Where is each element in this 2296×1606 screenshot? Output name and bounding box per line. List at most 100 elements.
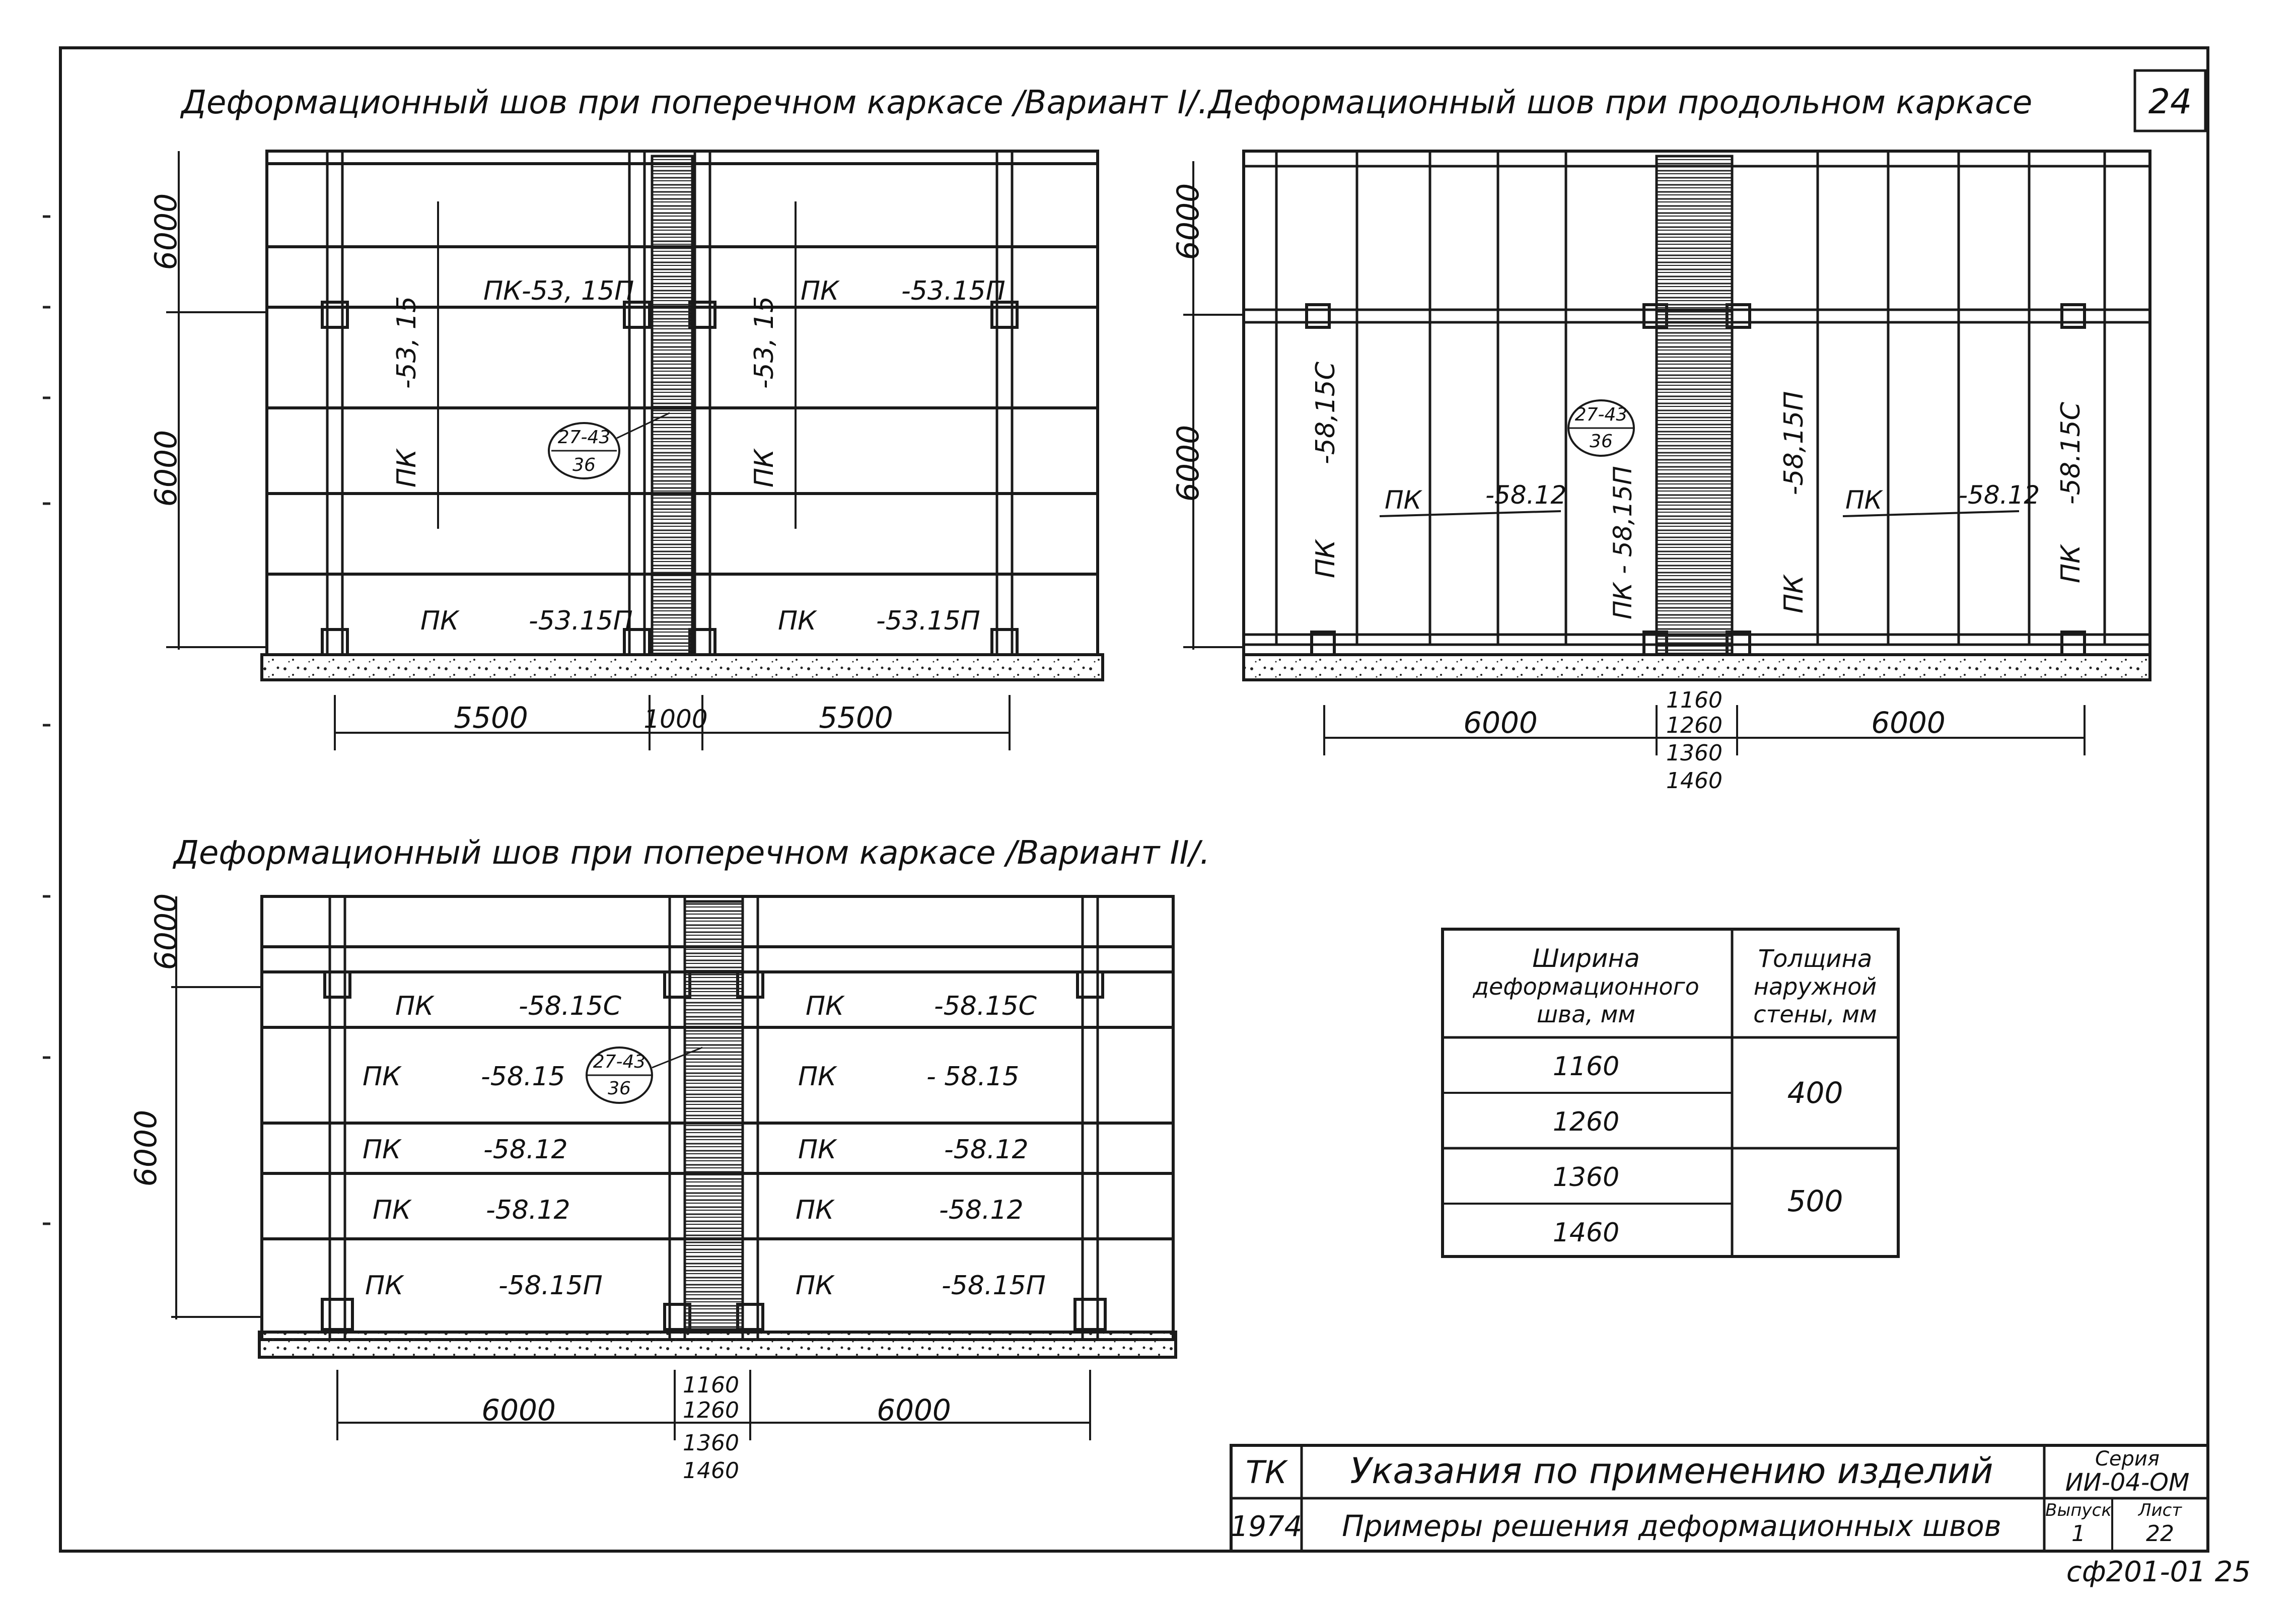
panel-label: ПК	[1311, 539, 1341, 578]
panel-label: ПК-53, 15П	[483, 276, 634, 306]
dim-label: 6000	[481, 1393, 556, 1427]
table-cell: 400	[1787, 1076, 1843, 1110]
svg-text:-58.12: -58.12	[944, 1135, 1029, 1165]
leader-line	[1842, 510, 2020, 517]
panel-label: ПК	[749, 448, 779, 487]
dim-label: 6000	[1871, 706, 1946, 740]
leader-lines	[437, 201, 797, 529]
svg-text:-58.15С: -58.15С	[934, 991, 1037, 1021]
svg-text:ПК: ПК	[796, 1271, 835, 1301]
panel-label: -58.12	[1959, 480, 2040, 510]
panel-label: ПК	[392, 448, 422, 487]
svg-text:36: 36	[1590, 431, 1613, 452]
table-header: наружной	[1754, 973, 1877, 1000]
table-header: стены, мм	[1753, 1001, 1877, 1028]
joint-width-label: 1160	[1666, 687, 1723, 713]
panel-label: -53.15П	[876, 606, 980, 636]
issue-value: 1	[2071, 1521, 2086, 1547]
svg-text:ПК: ПК	[373, 1195, 412, 1225]
panel-label: ПК	[1385, 485, 1423, 515]
svg-text:ПК: ПК	[365, 1271, 404, 1301]
panel-label: - 58,15П	[1608, 466, 1637, 574]
dim-label: 1000	[643, 705, 707, 734]
svg-text:36: 36	[608, 1078, 631, 1099]
panel-label: ПК	[1608, 581, 1637, 619]
title-block: ТК 1974 Указания по применению изделий П…	[1230, 1444, 2209, 1553]
svg-text:27-43: 27-43	[593, 1052, 646, 1072]
sheet-frame	[59, 46, 2209, 1553]
year: 1974	[1231, 1510, 1303, 1543]
drawing-title: Деформационный шов при поперечном каркас…	[172, 834, 1210, 872]
panel-label: ПК	[1845, 485, 1884, 515]
panel-joints	[1275, 151, 2106, 645]
table-header: Толщина	[1758, 945, 1873, 973]
dimension-vertical	[1183, 161, 1244, 650]
detail-callout: 27-43 36	[548, 412, 670, 479]
svg-text:-58.15П: -58.15П	[498, 1271, 603, 1301]
panel-label: ПК	[420, 606, 460, 636]
table-cell: 1160	[1553, 1052, 1619, 1082]
sheet-number-box: 24	[2133, 69, 2207, 132]
drawing-title: Деформационный шов при поперечном каркас…	[180, 84, 1208, 121]
dimension-vertical	[171, 896, 262, 1319]
sheet-title: Указания по применению изделий	[1350, 1450, 1993, 1492]
panel-label: -58,15П	[1779, 391, 1809, 496]
sheet-label: Лист	[2137, 1500, 2182, 1520]
panel-label: ПК	[778, 606, 817, 636]
table-header: Ширина	[1532, 944, 1640, 973]
drawing-longitudinal: Деформационный шов при продольном каркас…	[1171, 84, 2151, 794]
foundation	[1242, 653, 2151, 681]
joint-width-label: 1360	[683, 1430, 739, 1456]
svg-text:36: 36	[572, 455, 596, 475]
drawing-transverse-v1: Деформационный шов при поперечном каркас…	[149, 84, 1208, 750]
table-header: деформационного	[1472, 973, 1699, 1000]
dimension-horizontal	[336, 1370, 1091, 1440]
foundation	[260, 653, 1104, 681]
svg-text:-58.15П: -58.15П	[942, 1271, 1046, 1301]
svg-text:-58.15: -58.15	[481, 1062, 565, 1092]
svg-text:27-43: 27-43	[1575, 404, 1628, 425]
expansion-joint	[651, 155, 694, 656]
panel-label: -53.15П	[529, 606, 633, 636]
panel-label: -53, 15	[392, 296, 422, 389]
panel-label: -53.15П	[901, 276, 1006, 306]
foundation	[258, 1331, 1177, 1359]
detail-callout: 27-43 36	[586, 1046, 703, 1104]
joint-width-label: 1460	[683, 1458, 739, 1484]
table-cell: 1360	[1553, 1162, 1619, 1193]
panel-label: ПК	[1779, 574, 1809, 613]
svg-text:-58.15С: -58.15С	[519, 991, 622, 1021]
dim-label: 6000	[149, 430, 184, 507]
dim-label: 6000	[1171, 183, 1206, 260]
series-value: ИИ-04-ОМ	[2065, 1469, 2190, 1497]
svg-text:ПК: ПК	[798, 1062, 837, 1092]
dim-label: 6000	[1171, 425, 1206, 502]
series-label: Серия	[2095, 1447, 2160, 1471]
drawing-title: Деформационный шов при продольном каркас…	[1207, 84, 2032, 121]
table-cell: 1260	[1553, 1107, 1619, 1137]
dim-label: 6000	[149, 193, 184, 270]
svg-text:ПК: ПК	[395, 991, 435, 1021]
dim-label: 6000	[128, 1110, 164, 1187]
dimension-horizontal	[334, 695, 1011, 750]
dim-label: 5500	[454, 701, 528, 735]
svg-text:-58.12: -58.12	[483, 1135, 568, 1165]
svg-text:- 58.15: - 58.15	[926, 1062, 1019, 1092]
svg-text:-58.12: -58.12	[486, 1195, 570, 1225]
panel-label: -58.12	[1485, 480, 1566, 510]
joint-width-table: Ширина деформационного шва, мм Толщина н…	[1441, 928, 1900, 1258]
svg-text:ПК: ПК	[796, 1195, 835, 1225]
table-cell: 500	[1787, 1184, 1843, 1218]
svg-text:ПК: ПК	[806, 991, 845, 1021]
svg-text:-58.12: -58.12	[939, 1195, 1024, 1225]
dim-label: 6000	[1463, 706, 1538, 740]
joint-width-label: 1160	[683, 1372, 739, 1398]
svg-text:ПК: ПК	[363, 1062, 402, 1092]
sheet-value: 22	[2146, 1521, 2174, 1547]
table-header: шва, мм	[1537, 1001, 1635, 1028]
org-code: ТК	[1246, 1454, 1288, 1491]
panel-label: ПК	[801, 276, 840, 306]
joint-width-label: 1260	[1666, 713, 1723, 738]
dim-label: 6000	[149, 893, 184, 970]
